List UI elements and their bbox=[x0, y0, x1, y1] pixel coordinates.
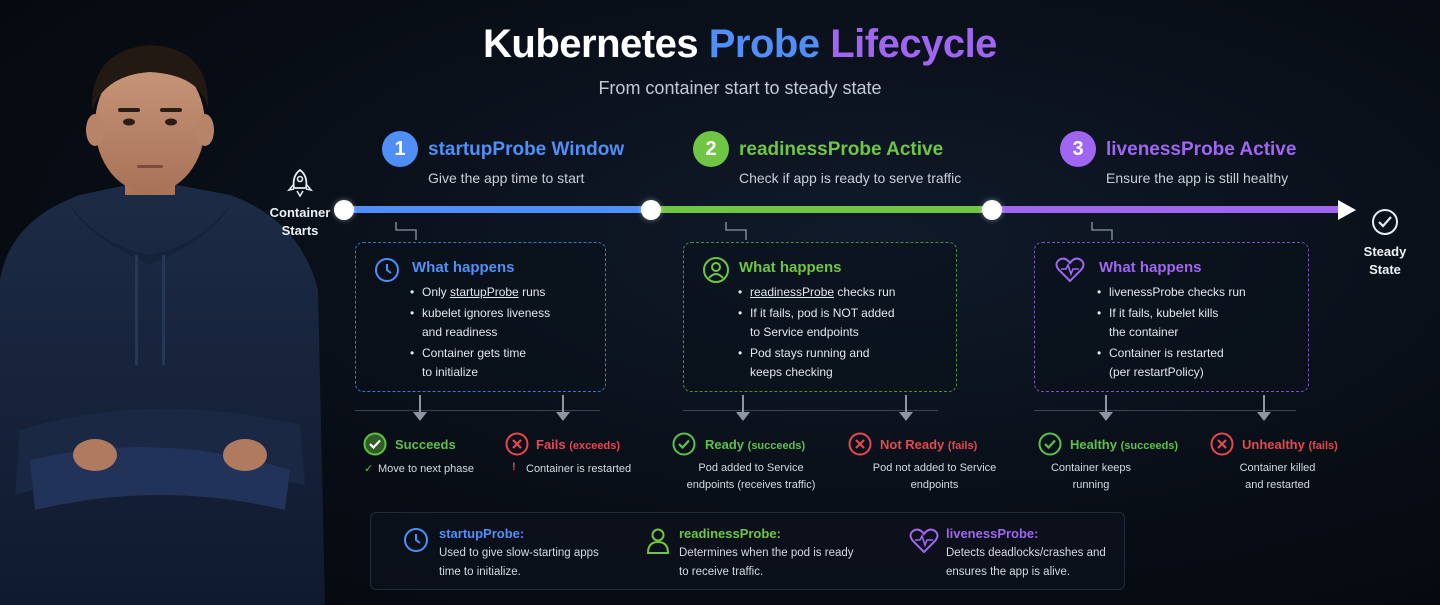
phase-number-2: 2 bbox=[693, 131, 729, 167]
fail-x-icon bbox=[505, 432, 529, 456]
page-subtitle: From container start to steady state bbox=[598, 78, 882, 98]
connector-hook-readiness bbox=[725, 222, 747, 240]
page-title: Kubernetes Probe Lifecycle bbox=[330, 22, 1150, 67]
heartbeat-icon bbox=[909, 528, 939, 554]
fail-x-icon bbox=[848, 432, 872, 456]
user-icon bbox=[646, 528, 670, 554]
liveness-what-happens-box: What happens livenessProbe checks run If… bbox=[1034, 242, 1309, 392]
success-check-icon bbox=[672, 432, 696, 456]
list-item: Only startupProbe runs bbox=[410, 283, 600, 303]
outcome-desc: Container is restarted bbox=[526, 463, 632, 475]
outcome-title-ready: Ready (succeeds) bbox=[705, 437, 806, 452]
phase-title-liveness: livenessProbe Active bbox=[1106, 139, 1297, 160]
arrow-stem bbox=[1263, 395, 1265, 413]
arrow-down-icon bbox=[1257, 412, 1271, 421]
steady-state-label: Steady State bbox=[1363, 244, 1407, 277]
list-item: readinessProbe checks run bbox=[738, 283, 948, 303]
connector-hook-liveness bbox=[1091, 222, 1113, 240]
box-list: readinessProbe checks run If it fails, p… bbox=[738, 283, 948, 384]
arrow-down-icon bbox=[899, 412, 913, 421]
success-check-icon bbox=[1038, 432, 1062, 456]
branch-line-startup bbox=[355, 410, 600, 411]
fail-x-icon bbox=[1210, 432, 1234, 456]
legend-panel: startupProbe: Used to give slow-starting… bbox=[370, 512, 1125, 590]
box-title: What happens bbox=[1099, 259, 1202, 276]
phase-desc-readiness: Check if app is ready to serve traffic bbox=[739, 170, 962, 186]
phase-number-1: 1 bbox=[382, 131, 418, 167]
timeline-arrowhead bbox=[1338, 200, 1356, 220]
timeline-segment-readiness bbox=[651, 206, 993, 213]
success-check-icon bbox=[363, 432, 387, 456]
legend-title-readiness: readinessProbe: bbox=[679, 526, 781, 541]
warning-mark-icon: ! bbox=[512, 461, 516, 473]
arrow-down-icon bbox=[556, 412, 570, 421]
timeline-segment-liveness bbox=[992, 206, 1342, 213]
phase-title-startup: startupProbe Window bbox=[428, 139, 625, 160]
phase-number-3: 3 bbox=[1060, 131, 1096, 167]
timeline-node-start bbox=[334, 200, 354, 220]
rocket-icon bbox=[286, 168, 314, 198]
box-title: What happens bbox=[412, 259, 515, 276]
connector-hook-startup bbox=[395, 222, 417, 240]
legend-title-liveness: livenessProbe: bbox=[946, 526, 1039, 541]
startupprobe-term: startupProbe bbox=[450, 285, 519, 299]
outcome-desc: Move to next phase bbox=[378, 463, 475, 475]
outcome-title-healthy: Healthy (succeeds) bbox=[1070, 437, 1179, 452]
phase-desc-startup: Give the app time to start bbox=[428, 170, 585, 186]
steady-state-check-icon bbox=[1372, 209, 1398, 235]
timeline-node-liveness bbox=[982, 200, 1002, 220]
box-list: Only startupProbe runs kubelet ignores l… bbox=[410, 283, 600, 384]
phase-title-readiness: readinessProbe Active bbox=[739, 139, 944, 160]
outcome-title-succeeds: Succeeds bbox=[395, 437, 456, 452]
branch-line-readiness bbox=[683, 410, 938, 411]
presenter-photo bbox=[0, 45, 325, 605]
arrow-down-icon bbox=[1099, 412, 1113, 421]
arrow-down-icon bbox=[736, 412, 750, 421]
list-item: livenessProbe checks run bbox=[1097, 283, 1297, 303]
arrow-stem bbox=[562, 395, 564, 413]
title-part-lifecycle: Lifecycle bbox=[830, 22, 997, 66]
arrow-down-icon bbox=[413, 412, 427, 421]
heartbeat-icon bbox=[1055, 257, 1085, 283]
timeline-segment-startup bbox=[344, 206, 652, 213]
phase-desc-liveness: Ensure the app is still healthy bbox=[1106, 170, 1289, 186]
title-part-probe: Probe bbox=[708, 22, 820, 66]
legend-title-startup: startupProbe: bbox=[439, 526, 525, 541]
box-title: What happens bbox=[739, 259, 842, 276]
user-icon bbox=[703, 257, 729, 283]
title-part-kubernetes: Kubernetes bbox=[483, 22, 699, 66]
box-list: livenessProbe checks run If it fails, ku… bbox=[1097, 283, 1297, 384]
readinessprobe-term: readinessProbe bbox=[750, 285, 835, 299]
small-check-icon: ✓ bbox=[364, 463, 374, 475]
outcome-title-unhealthy: Unhealthy (fails) bbox=[1242, 437, 1338, 452]
readiness-what-happens-box: What happens readinessProbe checks run I… bbox=[683, 242, 957, 392]
container-starts-label: Container Starts bbox=[269, 205, 331, 238]
startup-what-happens-box: What happens Only startupProbe runs kube… bbox=[355, 242, 606, 392]
arrow-stem bbox=[1105, 395, 1107, 413]
outcome-title-fails: Fails (exceeds) bbox=[536, 437, 621, 452]
arrow-stem bbox=[419, 395, 421, 413]
arrow-stem bbox=[742, 395, 744, 413]
clock-icon bbox=[375, 258, 399, 282]
arrow-stem bbox=[905, 395, 907, 413]
branch-line-liveness bbox=[1034, 410, 1296, 411]
timeline-node-readiness bbox=[641, 200, 661, 220]
outcome-title-not-ready: Not Ready (fails) bbox=[880, 437, 978, 452]
list-item: Container is restarted(per restartPolicy… bbox=[1097, 344, 1297, 383]
clock-icon bbox=[404, 528, 428, 552]
